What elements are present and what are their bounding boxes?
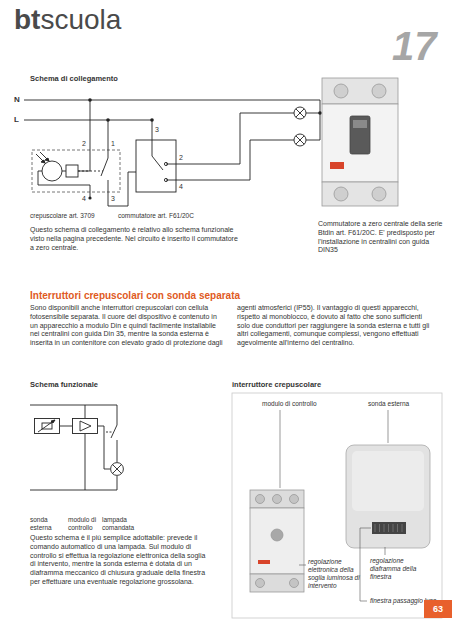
mechanical-link [78, 171, 103, 172]
node-label: sonda esterna [30, 516, 68, 532]
line-name: L [14, 115, 19, 125]
photo-label: sonda esterna [368, 400, 409, 408]
page-number-box: 63 [424, 600, 452, 618]
section-heading: Schema di collegamento [30, 74, 118, 83]
terminal-number: 3 [155, 126, 159, 135]
brand-logo: scuola [40, 6, 121, 34]
terminal-number: 1 [111, 140, 115, 149]
mechanical-link [106, 432, 113, 433]
chapter-number: 17 [392, 26, 437, 66]
node-label: modulo di controllo [68, 516, 106, 532]
control-module-symbol: modulo di controllo [72, 418, 98, 434]
caption-text: Questo schema è il più semplice adottabi… [30, 534, 210, 587]
switch-photo [322, 78, 398, 206]
terminal-number: 4 [179, 183, 183, 192]
relay-coil [66, 165, 78, 177]
terminal-number: 3 [111, 195, 115, 204]
line-wire [24, 120, 152, 121]
leader-lines [280, 410, 388, 601]
terminal-wire [78, 100, 90, 171]
figure-heading: interruttore crepuscolare [232, 380, 321, 389]
contact-point [164, 162, 167, 165]
terminal-number: 2 [82, 140, 86, 149]
photo-caption: Commutatore a zero centrale della serie … [318, 220, 446, 255]
node-label: lampada comandata [102, 516, 144, 532]
control-module-photo [250, 490, 304, 592]
junction-dots [88, 98, 322, 199]
terminal-number: 2 [179, 154, 183, 163]
device-label: crepuscolare art. 3709 [30, 212, 95, 220]
line-name: N [14, 95, 20, 105]
wiring-schematic [24, 100, 320, 206]
terminal-number: 4 [82, 195, 86, 204]
figure-heading: Schema funzionale [30, 380, 98, 389]
return-wire [30, 476, 117, 490]
device-label: commutatore art. F61/20C [118, 212, 194, 220]
page-number: 63 [424, 600, 452, 618]
lamp-cross [296, 136, 320, 144]
wire-connector [60, 426, 72, 427]
arrow-heads [41, 158, 49, 163]
lamp-symbol-outline [110, 462, 124, 476]
wire-connector [98, 426, 110, 469]
photo-label: regolazione elettronica della soglia lum… [308, 558, 364, 591]
note-text: Questo schema di collegamento è relativo… [30, 226, 240, 252]
neutral-wire [24, 100, 320, 140]
crepuscular-outline [32, 150, 120, 192]
lamp-symbol: lampada comandata [110, 462, 124, 476]
body-text: Sono disponibili anche interruttori crep… [30, 304, 430, 348]
probe-symbol-outline [34, 418, 60, 434]
photo-frame [232, 393, 442, 618]
wire [38, 171, 90, 198]
photo-label: regolazione diaframma della finestra [370, 557, 436, 581]
contact-point [164, 178, 167, 181]
section-heading: Interruttori crepuscolari con sonda sepa… [30, 290, 240, 303]
probe-symbol: sonda esterna [34, 418, 60, 434]
switch-contacts [152, 113, 294, 180]
switch-outline [136, 140, 176, 192]
lamp-cross [296, 109, 320, 117]
light-arrows [36, 152, 49, 163]
relay-contact [101, 120, 136, 206]
photo-label: modulo di controllo [262, 400, 317, 408]
wire [62, 171, 66, 172]
control-module-symbol-outline [72, 418, 98, 434]
brand-logo: bt [14, 6, 40, 34]
functional-wiring [30, 405, 117, 490]
photocell-symbol [42, 161, 62, 181]
external-probe-photo [346, 445, 430, 548]
module-supply [85, 405, 86, 490]
